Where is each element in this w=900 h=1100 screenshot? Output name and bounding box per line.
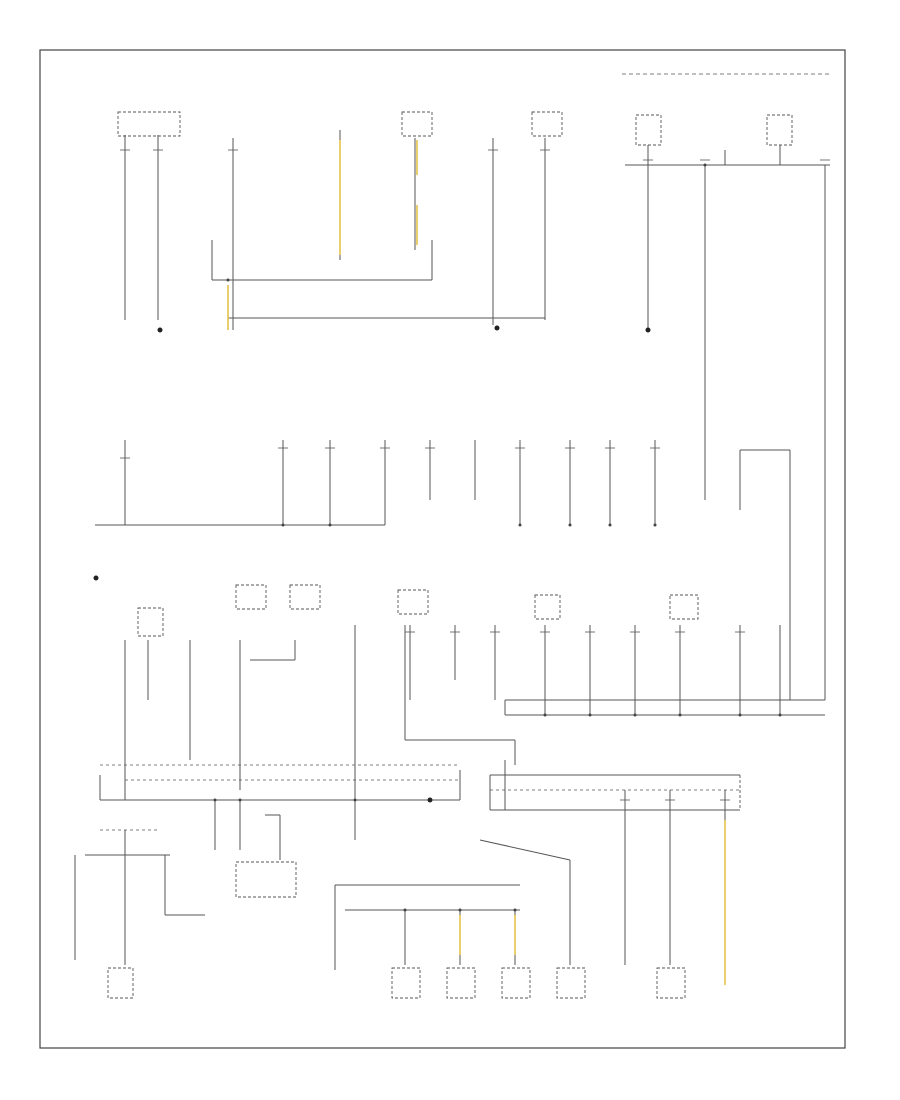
component-box <box>656 967 686 999</box>
component-box <box>446 967 476 999</box>
junction-points <box>213 163 782 912</box>
component-box <box>401 111 433 137</box>
component-box <box>635 114 662 146</box>
dashed-wires <box>100 764 740 831</box>
component-box <box>107 967 134 999</box>
component-box <box>235 861 297 898</box>
component-boxes <box>107 111 793 999</box>
ground-points <box>93 325 651 803</box>
component-box <box>489 774 741 811</box>
component-box <box>669 594 699 620</box>
component-box <box>534 594 561 620</box>
component-box <box>556 967 586 999</box>
component-box <box>289 584 321 610</box>
component-box <box>501 967 531 999</box>
component-box <box>117 111 181 137</box>
highlight-wires <box>227 140 726 985</box>
component-box <box>391 967 421 999</box>
component-box <box>766 114 793 146</box>
component-box <box>397 589 429 615</box>
connector-marks <box>120 149 830 801</box>
component-box <box>235 584 267 610</box>
wire-network <box>74 130 830 985</box>
component-box <box>137 607 164 637</box>
component-box <box>531 111 563 137</box>
diagram-border <box>39 49 846 1049</box>
